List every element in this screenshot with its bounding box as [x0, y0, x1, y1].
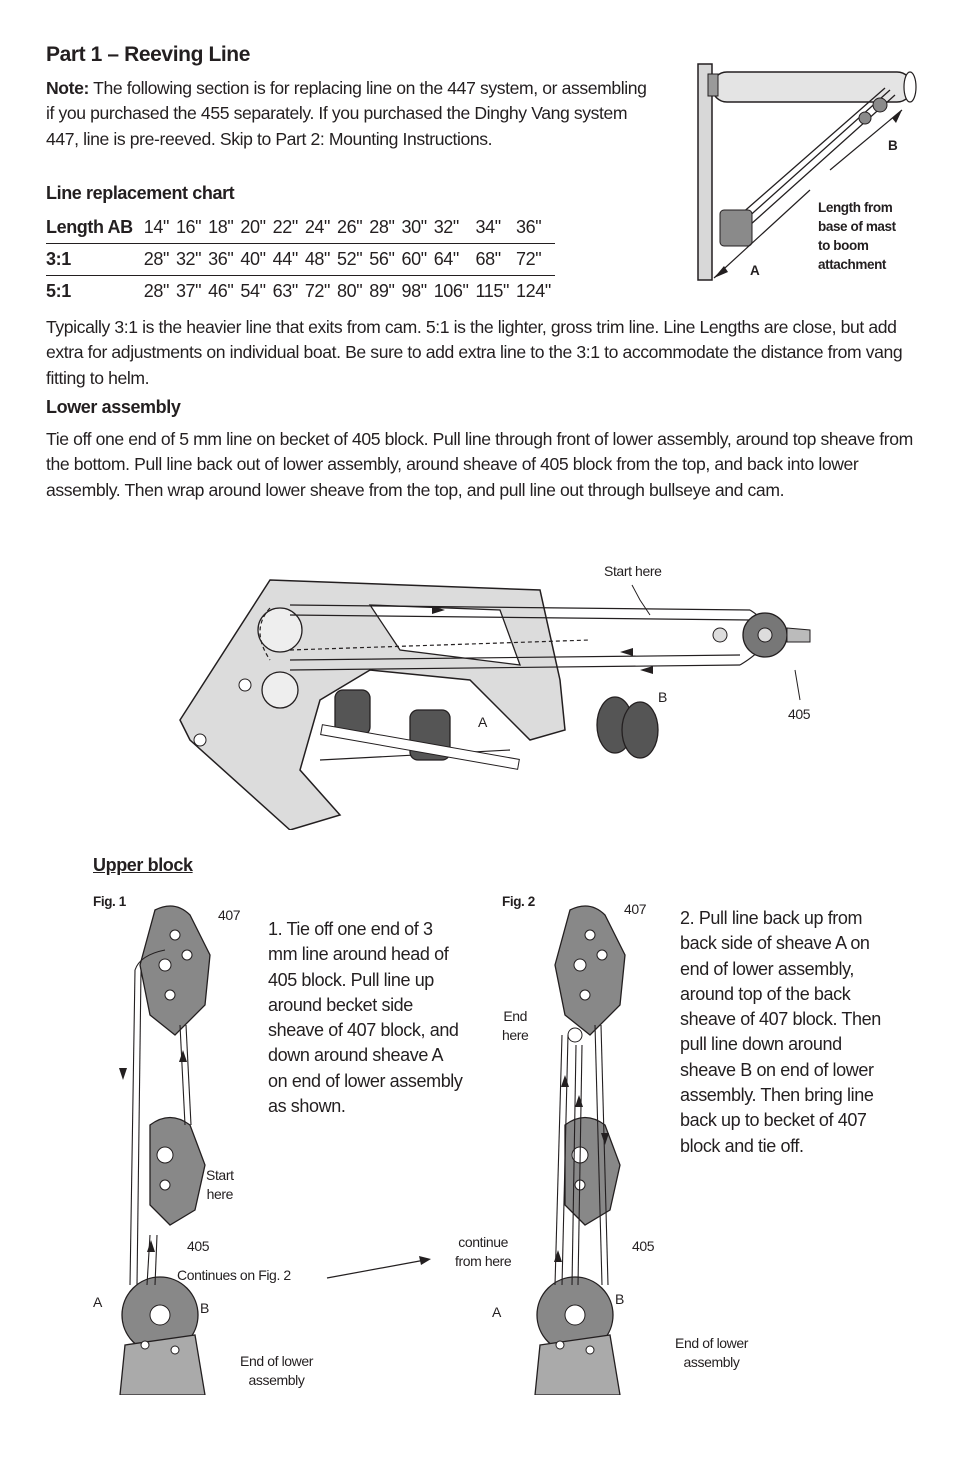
- lower-label-b: B: [658, 689, 667, 705]
- fig1-continues-note: Continues on Fig. 2: [177, 1267, 291, 1283]
- table-cell: 63": [272, 281, 299, 301]
- continues-arrow-icon: [326, 1256, 431, 1279]
- table-cell: 34": [475, 217, 502, 237]
- table-cell: 22": [272, 217, 299, 237]
- fig2-diagram: [534, 905, 626, 1395]
- table-cell: 89": [369, 281, 395, 301]
- lower-assembly-heading: Lower assembly: [46, 397, 181, 417]
- table-cell: 124": [516, 281, 551, 301]
- section-title: Part 1 – Reeving Line: [46, 43, 251, 66]
- mast-label-b: B: [888, 138, 898, 153]
- table-row: Length AB 14"16" 18" 20" 22"24" 26" 28" 30" 32" 3…: [46, 212, 555, 244]
- table-cell: 28": [143, 281, 170, 301]
- fig2-end-here: End here: [502, 1008, 529, 1043]
- table-cell: 98": [401, 281, 427, 301]
- typical-paragraph: Typically 3:1 is the heavier line that e…: [46, 317, 903, 388]
- note-text: The following section is for replacing l…: [46, 78, 647, 149]
- table-row: 3:1 28"32" 36" 40" 44"48" 52" 56" 60" 64" 68" 72": [46, 244, 555, 276]
- table-cell: 46": [208, 281, 234, 301]
- fig1-label-407: 407: [218, 907, 241, 923]
- fig2-continue-from: continue from here: [455, 1234, 512, 1269]
- fig1-label-a: A: [93, 1294, 102, 1310]
- table-cell: 52": [337, 249, 363, 269]
- fig2-label-a: A: [492, 1304, 501, 1320]
- table-cell: 28": [143, 249, 170, 269]
- table-cell: 106": [433, 281, 469, 301]
- table-cell: 64": [433, 249, 460, 269]
- fig1-label-b: B: [200, 1300, 209, 1316]
- fig1-title: Fig. 1: [93, 894, 126, 909]
- note-label: Note:: [46, 78, 89, 98]
- fig2-end-lower: End of lower assembly: [675, 1335, 749, 1370]
- table-cell: 36": [516, 217, 542, 237]
- table-cell: 16": [175, 217, 202, 237]
- table-cell: 60": [401, 249, 427, 269]
- row-label: 5:1: [46, 281, 71, 301]
- fig1-label-405: 405: [187, 1238, 210, 1254]
- table-cell: 18": [208, 217, 234, 237]
- table-cell: 56": [369, 249, 395, 269]
- lower-label-a: A: [478, 714, 487, 730]
- table-cell: 44": [272, 249, 299, 269]
- lower-label-405: 405: [788, 706, 811, 722]
- table-row: 5:1 28"37" 46" 54" 63"72" 80" 89" 98" 106" 115" 12…: [46, 276, 555, 308]
- upper-block-heading: Upper block: [93, 855, 193, 875]
- table-cell: 28": [369, 217, 395, 237]
- mast-label-a: A: [750, 263, 760, 278]
- fig1-diagram: [119, 905, 211, 1395]
- table-cell: 40": [240, 249, 266, 269]
- fig1-end-lower: End of lower assembly: [240, 1353, 314, 1388]
- table-cell: 32": [175, 249, 202, 269]
- row-label: Length AB: [46, 217, 133, 237]
- table-cell: 24": [304, 217, 331, 237]
- table-cell: 115": [475, 281, 510, 301]
- lower-assembly-paragraph: Tie off one end of 5 mm line on becket o…: [46, 429, 913, 500]
- row-label: 3:1: [46, 249, 71, 269]
- fig2-title: Fig. 2: [502, 894, 535, 909]
- table-cell: 68": [475, 249, 502, 269]
- fig2-step-text: 2. Pull line back up from back side of s…: [680, 908, 881, 1156]
- fig2-label-b: B: [615, 1291, 624, 1307]
- chart-heading: Line replacement chart: [46, 183, 235, 203]
- table-cell: 26": [337, 217, 363, 237]
- table-cell: 20": [240, 217, 266, 237]
- table-cell: 80": [337, 281, 363, 301]
- fig1-step-text: 1. Tie off one end of 3 mm line around h…: [268, 919, 463, 1117]
- note-paragraph: Note: The following section is for repla…: [46, 76, 651, 152]
- fig2-label-407: 407: [624, 901, 647, 917]
- table-cell: 54": [240, 281, 266, 301]
- lower-start-here: Start here: [604, 563, 662, 579]
- lower-assembly-diagram: [179, 579, 811, 830]
- table-cell: 36": [208, 249, 234, 269]
- table-cell: 48": [304, 249, 331, 269]
- table-cell: 37": [175, 281, 202, 301]
- table-cell: 30": [401, 217, 427, 237]
- table-cell: 72": [304, 281, 331, 301]
- table-cell: 14": [143, 217, 170, 237]
- mast-caption: Length from base of mast to boom attachm…: [818, 200, 896, 272]
- mast-boom-diagram: B A: [697, 63, 917, 281]
- table-cell: 32": [433, 217, 460, 237]
- table-cell: 72": [516, 249, 542, 269]
- fig1-start-here: Start here: [206, 1167, 234, 1202]
- fig2-label-405: 405: [632, 1238, 655, 1254]
